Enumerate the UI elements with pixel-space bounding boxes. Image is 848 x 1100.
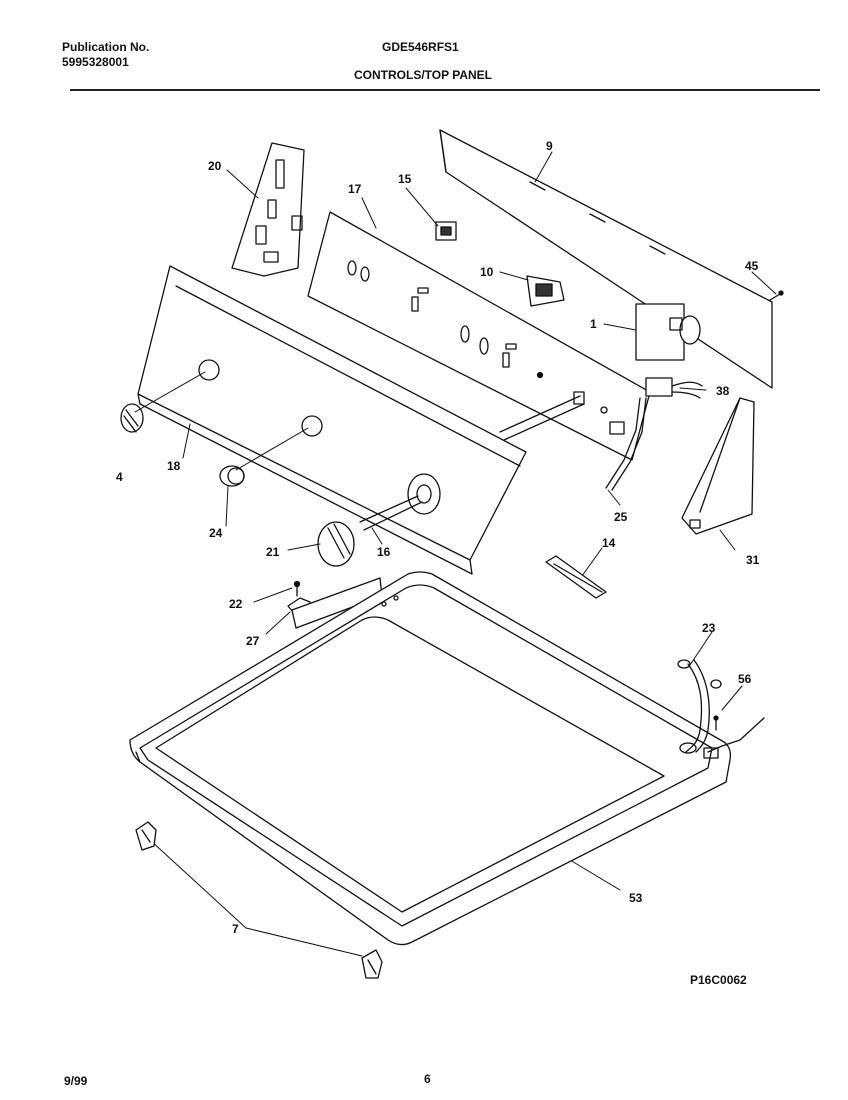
- footer-date: 9/99: [64, 1074, 88, 1088]
- publication-number: 5995328001: [62, 55, 129, 69]
- callout-24: 24: [209, 526, 223, 540]
- callout-53: 53: [629, 891, 643, 905]
- callout-16: 16: [377, 545, 391, 559]
- callout-14: 14: [602, 536, 616, 550]
- timer-1: [635, 303, 701, 361]
- button-24: [219, 465, 245, 487]
- knob-21: [317, 521, 355, 567]
- cam-16: [359, 473, 441, 531]
- switch-15: [435, 221, 457, 241]
- screw-45: [769, 290, 784, 301]
- publication-label: Publication No.: [62, 40, 150, 54]
- model-number: GDE546RFS1: [382, 40, 459, 54]
- end-cap-right: [681, 397, 755, 535]
- end-cap-left: [231, 142, 305, 277]
- callout-31: 31: [746, 553, 760, 567]
- harness-23: [677, 659, 722, 754]
- harness-25: [605, 397, 647, 491]
- callout-45: 45: [745, 259, 759, 273]
- shaft-lines: [499, 391, 585, 441]
- callout-27: 27: [246, 634, 260, 648]
- callout-25: 25: [614, 510, 628, 524]
- screw-56: [703, 715, 765, 759]
- callout-1: 1: [590, 317, 597, 331]
- leader-lines: [134, 151, 777, 957]
- callout-56: 56: [738, 672, 752, 686]
- top-panel: [129, 571, 732, 946]
- page-number: 6: [424, 1072, 431, 1086]
- callout-17: 17: [348, 182, 362, 196]
- screw-22: [293, 580, 301, 597]
- callout-15: 15: [398, 172, 412, 186]
- knob-4: [120, 403, 144, 433]
- callout-23: 23: [702, 621, 716, 635]
- clip-7b: [361, 949, 383, 979]
- callout-38: 38: [716, 384, 730, 398]
- callout-20: 20: [208, 159, 222, 173]
- callout-9: 9: [546, 139, 553, 153]
- control-panel-plate: [307, 211, 651, 461]
- callout-4: 4: [116, 470, 123, 484]
- terminal-38: [645, 377, 703, 399]
- header-rule: [70, 89, 820, 91]
- clip-7a: [135, 821, 157, 851]
- switch-10: [526, 275, 565, 307]
- wire-link-14: [545, 555, 607, 599]
- callout-7: 7: [232, 922, 239, 936]
- callout-22: 22: [229, 597, 243, 611]
- figure-code: P16C0062: [690, 973, 747, 987]
- callout-21: 21: [266, 545, 280, 559]
- callout-10: 10: [480, 265, 494, 279]
- section-title: CONTROLS/TOP PANEL: [354, 68, 493, 82]
- callout-18: 18: [167, 459, 181, 473]
